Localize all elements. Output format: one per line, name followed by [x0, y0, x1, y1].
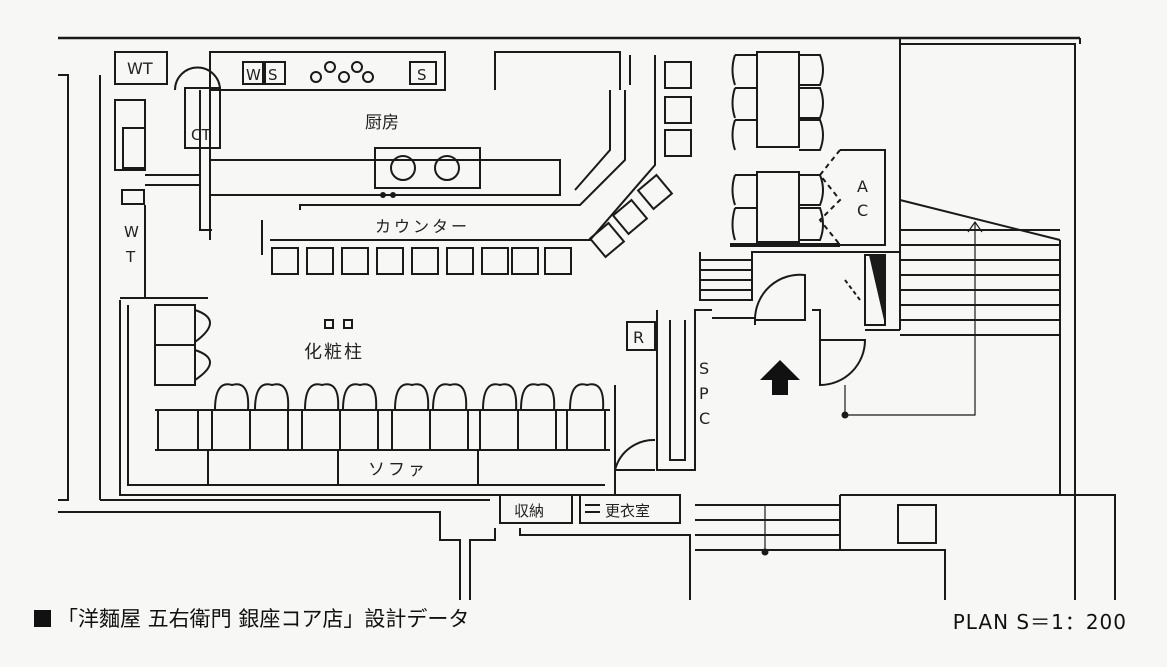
ac-label-a: A [857, 177, 868, 196]
ws-w-label: W [246, 66, 261, 84]
caption-text: 「洋麵屋 五右衛門 銀座コア店」設計データ [57, 607, 470, 631]
spc-label-c: C [699, 409, 710, 428]
ac-label-c: C [857, 201, 868, 220]
wt-top-label: WT [127, 59, 153, 78]
caption: 「洋麵屋 五右衛門 銀座コア店」設計データ [34, 603, 469, 633]
pillar-label: 化粧柱 [304, 342, 364, 363]
changing-room-label: 更衣室 [605, 502, 650, 520]
counter-label: カウンター [375, 217, 470, 236]
spc-label-p: P [699, 384, 709, 403]
r-label: R [633, 328, 644, 347]
spc-label-s: S [699, 359, 709, 378]
storage-label: 収納 [514, 502, 544, 520]
ct-label: CT [191, 126, 211, 144]
wt-top-box [114, 51, 168, 85]
entrance-arrow-icon [760, 360, 800, 395]
kitchen-label: 厨房 [365, 113, 399, 133]
scale-label: PLAN S＝1：200 [952, 610, 1127, 634]
s-right-label: S [417, 66, 427, 84]
sofa-label: ソファ [368, 460, 428, 480]
ws-s-label: S [268, 66, 278, 84]
wt-side-label-t: T [125, 248, 136, 266]
wt-side-label-w: W [124, 223, 139, 241]
bullet-square-icon [34, 609, 51, 627]
